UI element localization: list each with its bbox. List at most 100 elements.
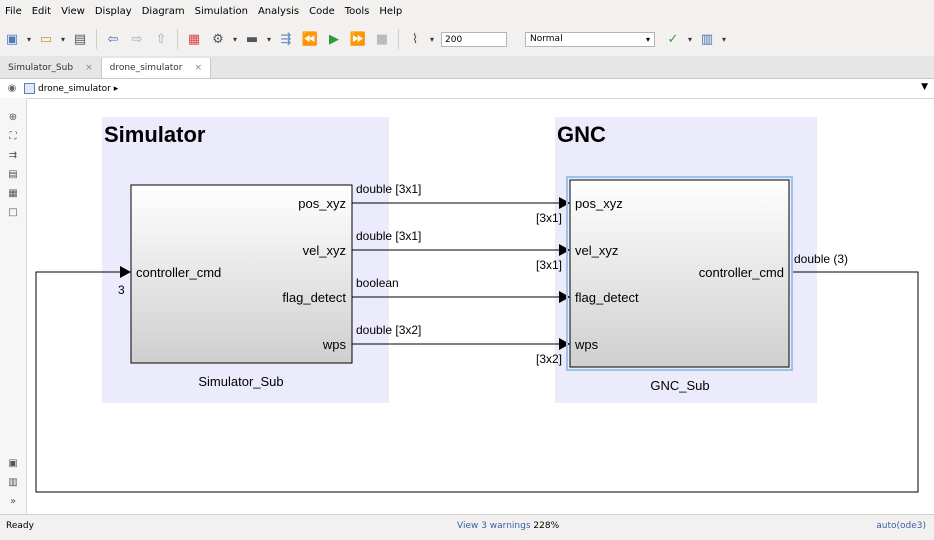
step-back-icon[interactable]: ⏪: [301, 31, 319, 47]
stop-icon[interactable]: ■: [375, 31, 389, 47]
gnc-in-port-wps: wps: [574, 337, 599, 352]
screenshot-icon[interactable]: ▣: [8, 457, 18, 469]
toolbar-separator: [96, 29, 97, 49]
menu-view[interactable]: View: [61, 5, 85, 17]
advisor-dropdown-icon[interactable]: ▾: [687, 34, 692, 44]
model-advisor-check-icon[interactable]: ✓: [667, 31, 679, 47]
simulator-sub-block-name: Simulator_Sub: [198, 374, 283, 389]
pos-xyz-data-type: double [3x1]: [356, 182, 421, 196]
menu-help[interactable]: Help: [379, 5, 403, 17]
build-dropdown-icon[interactable]: ▾: [721, 34, 726, 44]
status-bar: Ready View 3 warnings 228% auto(ode3): [0, 514, 934, 540]
status-text: Ready: [6, 521, 34, 531]
flag-detect-arrowhead: [559, 291, 570, 303]
menu-edit[interactable]: Edit: [31, 5, 52, 17]
tab-simulator-sub[interactable]: Simulator_Sub ×: [0, 58, 102, 78]
model-explorer-icon[interactable]: ▬: [245, 31, 259, 47]
flag-detect-data-type: boolean: [356, 276, 399, 290]
model-settings-gear-icon[interactable]: ⚙: [212, 31, 224, 47]
vel-xyz-arrowhead: [559, 244, 570, 256]
new-dropdown-icon[interactable]: ▾: [26, 34, 31, 44]
back-arrow-icon[interactable]: ⇦: [107, 31, 119, 47]
vel-xyz-dimension: [3x1]: [536, 258, 562, 272]
controller-cmd-feedback-line[interactable]: [35, 271, 919, 493]
breadcrumb[interactable]: drone_simulator ▸: [38, 83, 119, 94]
wps-data-type: double [3x2]: [356, 323, 421, 337]
annotation-icon[interactable]: ▤: [8, 168, 18, 180]
address-dropdown-icon[interactable]: ▼: [921, 82, 928, 92]
controller-cmd-dimension: 3: [118, 283, 125, 297]
settings-dropdown-icon[interactable]: ▾: [232, 34, 237, 44]
wps-arrowhead: [559, 338, 570, 350]
new-model-icon[interactable]: ▣: [5, 31, 19, 47]
menu-file[interactable]: File: [5, 5, 22, 17]
explorer-dropdown-icon[interactable]: ▾: [266, 34, 271, 44]
simulation-mode-value: Normal: [530, 33, 563, 44]
open-folder-icon[interactable]: ▭: [39, 31, 53, 47]
scope-icon[interactable]: ⌇: [411, 31, 419, 47]
menu-tools[interactable]: Tools: [344, 5, 370, 17]
toolbar-separator: [398, 29, 399, 49]
gnc-out-port-label: controller_cmd: [699, 265, 784, 280]
library-browser-icon[interactable]: ▦: [187, 31, 201, 47]
signal-logging-icon[interactable]: ⇶: [280, 31, 292, 47]
run-icon[interactable]: ▶: [329, 31, 339, 47]
zoom-level: 228%: [533, 521, 560, 531]
save-icon[interactable]: ▤: [73, 31, 87, 47]
build-model-icon[interactable]: ▥: [700, 31, 714, 47]
hide-browser-icon[interactable]: ◉: [7, 83, 17, 94]
toolbar: ▣ ▾ ▭ ▾ ▤ ⇦ ⇨ ⇧ ▦ ⚙ ▾ ▬ ▾ ⇶ ⏪ ▶ ⏩ ■ ⌇ ▾ …: [0, 22, 934, 57]
sim-out-port-vel-xyz: vel_xyz: [303, 243, 346, 258]
simulation-mode-select[interactable]: Normal ▾: [525, 31, 655, 47]
menu-analysis[interactable]: Analysis: [257, 5, 300, 17]
sim-out-port-wps: wps: [322, 337, 347, 352]
open-dropdown-icon[interactable]: ▾: [60, 34, 65, 44]
expand-palette-icon[interactable]: »: [9, 495, 17, 507]
image-icon[interactable]: ▦: [8, 187, 18, 199]
sim-out-port-pos-xyz: pos_xyz: [298, 196, 346, 211]
gnc-in-port-pos-xyz: pos_xyz: [575, 196, 623, 211]
up-arrow-icon[interactable]: ⇧: [155, 31, 167, 47]
step-forward-icon[interactable]: ⏩: [349, 31, 367, 47]
controller-cmd-arrowhead: [120, 266, 131, 278]
pos-xyz-arrowhead: [559, 197, 570, 209]
controller-cmd-data-type: double (3): [794, 252, 848, 266]
menu-code[interactable]: Code: [309, 5, 335, 17]
forward-arrow-icon[interactable]: ⇨: [131, 31, 143, 47]
gnc-in-port-flag-detect: flag_detect: [575, 290, 639, 305]
close-icon[interactable]: ×: [85, 63, 93, 73]
chevron-down-icon: ▾: [645, 34, 650, 44]
toolbar-separator: [177, 29, 178, 49]
menu-bar: File Edit View Display Diagram Simulatio…: [0, 0, 934, 22]
fit-to-view-icon[interactable]: ⛶: [9, 130, 17, 142]
zoom-icon[interactable]: ⊕: [8, 111, 18, 123]
vel-xyz-data-type: double [3x1]: [356, 229, 421, 243]
gnc-sub-block-name: GNC_Sub: [650, 378, 709, 393]
stop-time-input[interactable]: 200: [441, 31, 507, 47]
menu-simulation[interactable]: Simulation: [194, 5, 248, 17]
sim-in-port-label: controller_cmd: [136, 265, 221, 280]
close-icon[interactable]: ×: [194, 63, 203, 73]
gnc-sub-block[interactable]: [569, 179, 790, 368]
scope-dropdown-icon[interactable]: ▾: [429, 34, 434, 44]
gnc-sub-selection-highlight: [566, 176, 793, 371]
tab-label: drone_simulator: [109, 63, 183, 73]
tab-drone-simulator[interactable]: drone_simulator ×: [101, 58, 212, 78]
model-tab-bar: Simulator_Sub × drone_simulator ×: [0, 56, 934, 79]
warnings-link[interactable]: View 3 warnings: [457, 521, 531, 531]
menu-diagram[interactable]: Diagram: [141, 5, 185, 17]
status-center: View 3 warnings 228%: [457, 521, 559, 531]
tab-label: Simulator_Sub: [8, 63, 74, 73]
arrow-right-icon[interactable]: ⇉: [8, 149, 18, 161]
solver-link[interactable]: auto(ode3): [876, 521, 926, 531]
simulator-sub-block[interactable]: [130, 184, 353, 364]
sim-out-port-flag-detect: flag_detect: [282, 290, 346, 305]
pos-xyz-dimension: [3x1]: [536, 211, 562, 225]
gnc-in-port-vel-xyz: vel_xyz: [575, 243, 618, 258]
area-icon[interactable]: □: [8, 206, 18, 218]
model-info-icon[interactable]: ▥: [8, 476, 18, 488]
gnc-area-title: GNC: [557, 122, 606, 147]
model-address-bar: ◉ drone_simulator ▸ ▼: [0, 79, 934, 99]
menu-display[interactable]: Display: [94, 5, 132, 17]
